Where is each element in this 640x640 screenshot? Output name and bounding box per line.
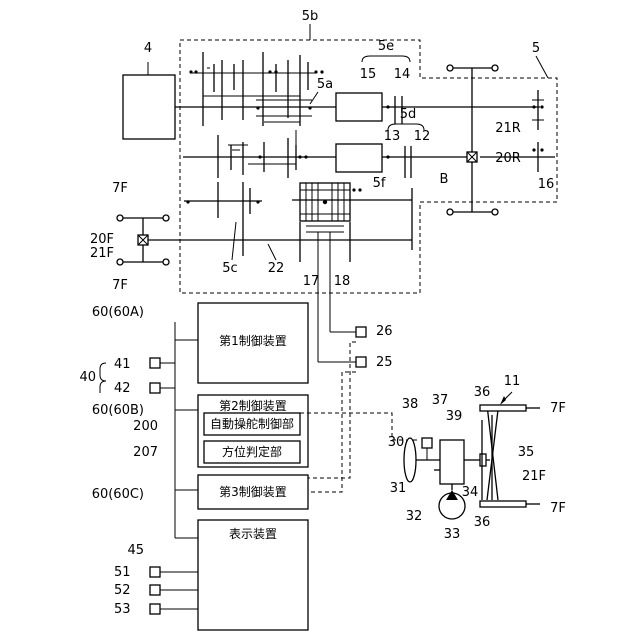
label-33: 33 xyxy=(444,527,461,542)
label-B: B xyxy=(440,172,449,187)
label-7F-r2: 7F xyxy=(550,501,566,516)
label-5e: 5e xyxy=(378,39,394,54)
label-39: 39 xyxy=(446,409,463,424)
sensor-51 xyxy=(150,567,160,577)
label-36-top: 36 xyxy=(474,385,491,400)
control-block xyxy=(150,303,420,630)
label-5c: 5c xyxy=(222,261,237,276)
clutch-pack xyxy=(300,183,362,232)
label-60B: 60(60B) xyxy=(92,403,144,418)
label-12: 12 xyxy=(414,129,431,144)
first-control-text: 第1制御装置 xyxy=(219,333,287,348)
label-21R: 21R xyxy=(495,121,521,136)
label-5d: 5d xyxy=(400,107,417,122)
steering-wheel xyxy=(404,438,416,482)
box-13 xyxy=(336,144,382,172)
sensor-25 xyxy=(356,357,366,367)
label-20F: 20F xyxy=(90,232,114,247)
label-14: 14 xyxy=(394,67,411,82)
label-25: 25 xyxy=(376,355,393,370)
label-51: 51 xyxy=(114,565,131,580)
label-20R: 20R xyxy=(495,151,521,166)
label-4: 4 xyxy=(144,41,152,56)
label-53: 53 xyxy=(114,602,131,617)
label-60C: 60(60C) xyxy=(92,487,144,502)
sensor-41 xyxy=(150,358,160,368)
label-200: 200 xyxy=(133,419,158,434)
label-22: 22 xyxy=(268,261,285,276)
gear-cluster-upper xyxy=(189,52,323,150)
sensor-42 xyxy=(150,383,160,393)
label-31: 31 xyxy=(390,481,407,496)
label-26: 26 xyxy=(376,324,393,339)
label-18: 18 xyxy=(334,274,351,289)
label-37: 37 xyxy=(432,393,449,408)
label-42: 42 xyxy=(114,381,131,396)
label-41: 41 xyxy=(114,357,131,372)
label-5a: 5a xyxy=(317,77,333,92)
label-60A: 60(60A) xyxy=(92,305,144,320)
label-16: 16 xyxy=(538,177,555,192)
label-32: 32 xyxy=(406,509,423,524)
rear-axle xyxy=(447,65,544,215)
second-control-text: 第2制御装置 xyxy=(219,398,287,413)
label-21F-left: 21F xyxy=(90,246,114,261)
label-35: 35 xyxy=(518,445,535,460)
label-13: 13 xyxy=(384,129,401,144)
engine-box xyxy=(123,75,175,139)
sensor-26 xyxy=(356,327,366,337)
label-45: 45 xyxy=(127,543,144,558)
label-5b: 5b xyxy=(302,9,319,24)
box-15 xyxy=(336,93,382,121)
sensor-53 xyxy=(150,604,160,614)
label-40: 40 xyxy=(79,370,96,385)
label-7F-bottom: 7F xyxy=(112,278,128,293)
label-36-bottom: 36 xyxy=(474,515,491,530)
label-17: 17 xyxy=(303,274,320,289)
label-7F-r1: 7F xyxy=(550,401,566,416)
label-38: 38 xyxy=(402,397,419,412)
valve-lines xyxy=(300,232,366,492)
direction-judge-text: 方位判定部 xyxy=(222,444,282,459)
label-15: 15 xyxy=(360,67,377,82)
label-207: 207 xyxy=(133,445,158,460)
label-21F-right: 21F xyxy=(522,469,546,484)
gear-cluster-lower xyxy=(186,182,412,262)
label-30: 30 xyxy=(388,435,405,450)
label-5f: 5f xyxy=(373,176,386,191)
steering-valve xyxy=(440,440,464,484)
label-11: 11 xyxy=(504,374,521,389)
auto-steer-text: 自動操舵制御部 xyxy=(210,416,294,431)
label-52: 52 xyxy=(114,583,131,598)
label-7F-top: 7F xyxy=(112,181,128,196)
third-control-text: 第3制御装置 xyxy=(219,484,287,499)
label-5: 5 xyxy=(532,41,540,56)
display-device-text: 表示装置 xyxy=(229,527,277,541)
sensor-52 xyxy=(150,585,160,595)
label-34: 34 xyxy=(462,485,479,500)
